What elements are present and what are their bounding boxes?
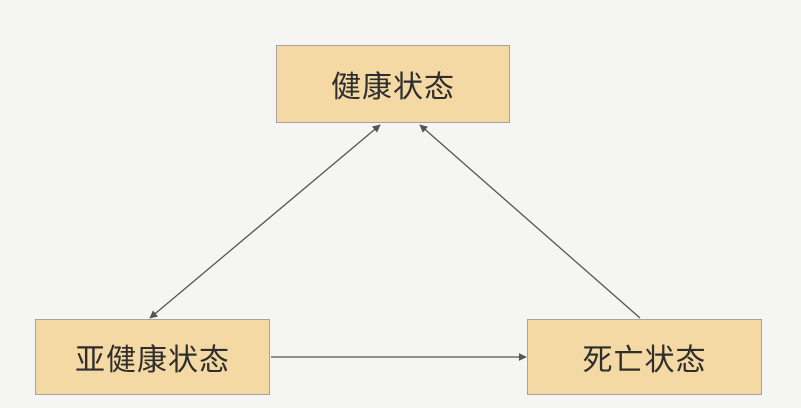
node-label: 死亡状态 xyxy=(582,343,707,378)
node-subhealthy-state: 亚健康状态 xyxy=(35,319,270,395)
node-label: 亚健康状态 xyxy=(75,343,230,378)
node-healthy-state: 健康状态 xyxy=(276,45,510,123)
edge-healthy-subhealthy xyxy=(149,124,381,319)
edge-dead-healthy xyxy=(419,124,641,319)
node-label: 健康状态 xyxy=(331,70,455,105)
node-dead-state: 死亡状态 xyxy=(527,319,762,395)
